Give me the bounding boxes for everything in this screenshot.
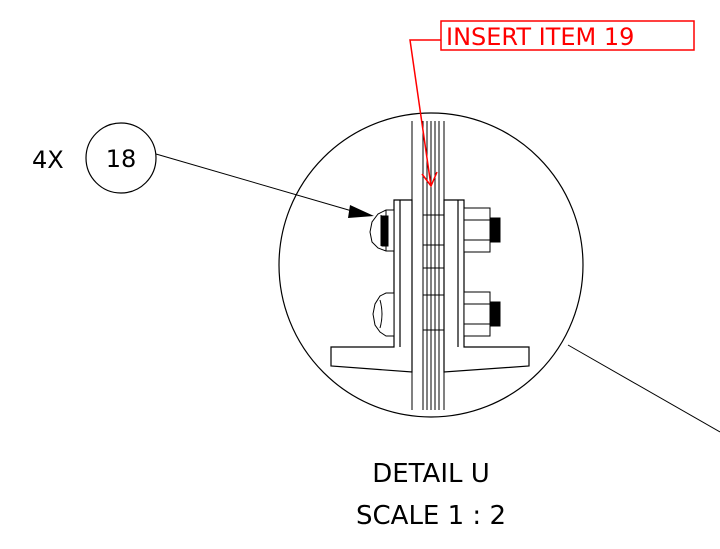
insert-note-arrowhead (421, 171, 438, 188)
upper-nut (463, 207, 501, 253)
insert-note-text: INSERT ITEM 19 (446, 23, 634, 51)
insert-note-leader (409, 39, 441, 187)
detail-boundary-circle (278, 112, 584, 418)
detail-title: DETAIL U (372, 459, 490, 489)
item-balloon-number: 18 (106, 145, 137, 173)
lower-bolt-head (372, 292, 395, 337)
insert-note-box[interactable] (440, 20, 695, 51)
balloon-leader-arrowhead (348, 205, 374, 218)
upper-bolt-head (369, 209, 395, 252)
balloon-leader-line (155, 153, 353, 212)
right-angle-bracket (443, 199, 530, 373)
detail-scale: SCALE 1 : 2 (356, 501, 506, 531)
lower-nut (463, 291, 501, 337)
item-balloon[interactable] (85, 122, 157, 194)
callout-quantity: 4X (32, 146, 64, 174)
detail-leader-line (567, 344, 720, 433)
left-angle-bracket (330, 199, 413, 373)
